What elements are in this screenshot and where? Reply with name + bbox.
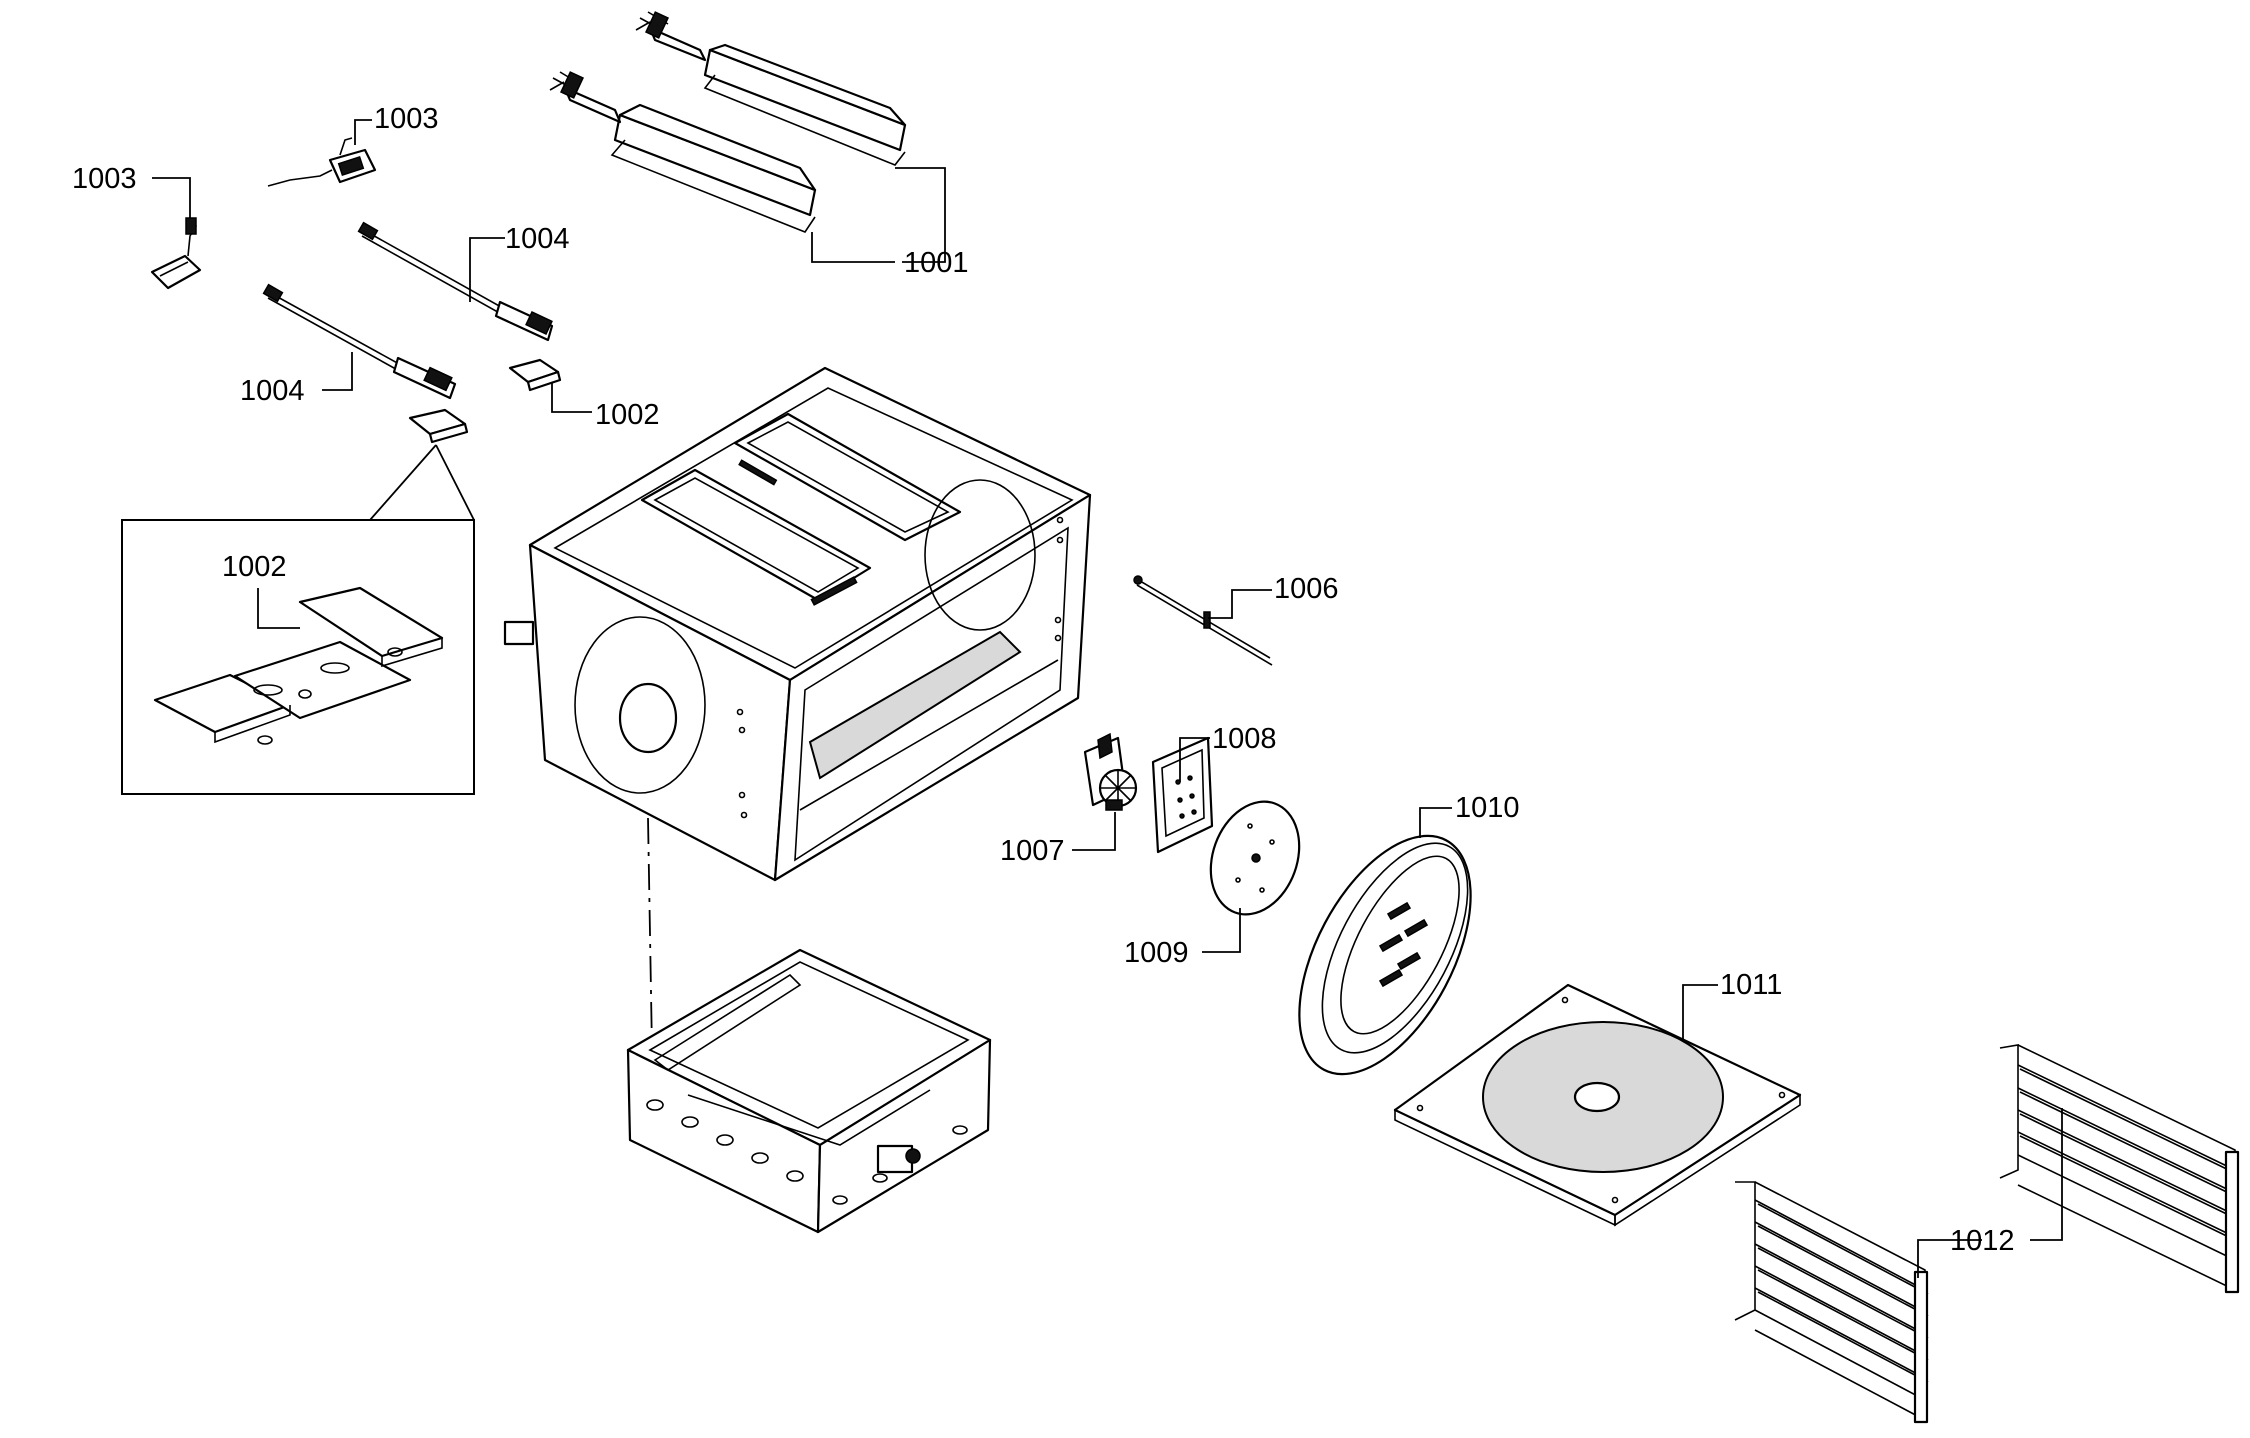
callout-1003-left: 1003 — [72, 163, 137, 195]
leader-lines — [152, 119, 2063, 1278]
part-1011-back-panel — [1393, 983, 1802, 1227]
bottom-element-box — [626, 948, 992, 1234]
oven-cavity — [503, 366, 1092, 882]
part-1004-harness-upper — [357, 221, 554, 342]
part-1008-fan-plate — [1151, 736, 1214, 854]
callout-1007: 1007 — [1000, 835, 1065, 867]
part-1010-fan-cover — [1298, 834, 1472, 1076]
part-1001-element-housings — [549, 11, 907, 233]
part-1006-probe — [1133, 575, 1273, 666]
part-1004-harness-lower — [262, 283, 457, 400]
part-1012-rack-right — [1999, 1044, 2240, 1294]
callout-1012: 1012 — [1950, 1225, 2015, 1257]
callout-1002-upper: 1002 — [595, 399, 660, 431]
callout-1008: 1008 — [1212, 723, 1277, 755]
part-1012-rack-left — [1734, 1181, 1929, 1424]
callout-1011: 1011 — [1720, 969, 1782, 1001]
part-1002-bracket-upper — [508, 358, 562, 392]
part-1009-fan-disc — [1209, 800, 1301, 916]
assembly-line — [647, 817, 653, 1051]
callout-1004-lower: 1004 — [240, 375, 305, 407]
part-1007-fan-motor — [1083, 732, 1138, 811]
part-1002-bracket-detail — [153, 586, 444, 745]
callout-1002-inset: 1002 — [222, 551, 287, 583]
callout-1001: 1001 — [904, 247, 969, 279]
callout-1010: 1010 — [1455, 792, 1520, 824]
part-1002-bracket-lower — [408, 408, 469, 444]
callout-1006: 1006 — [1274, 573, 1339, 605]
callout-1003-top: 1003 — [374, 103, 439, 135]
callout-1004-upper: 1004 — [505, 223, 570, 255]
callout-1009: 1009 — [1124, 937, 1189, 969]
part-1003-sensor-top — [267, 137, 377, 187]
inset-detail-box — [121, 444, 475, 795]
part-1003-sensor-left — [150, 217, 202, 290]
